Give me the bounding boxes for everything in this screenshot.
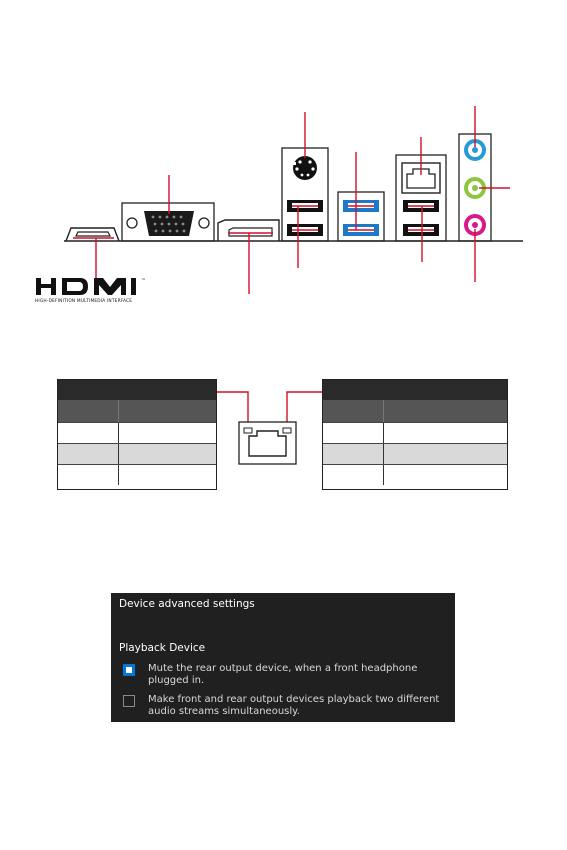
- led-table-right: [322, 379, 508, 490]
- usb3-stack: [337, 191, 385, 242]
- table-row: [58, 422, 216, 443]
- mute-rear-checkbox[interactable]: [123, 664, 135, 676]
- lan-jack-diagram: [217, 391, 322, 465]
- table-row: [323, 422, 507, 443]
- led-callout-lines: [217, 391, 322, 428]
- led-table-left: [57, 379, 217, 490]
- hdmi-logo-tagline: HIGH-DEFINITION MULTIMEDIA INTERFACE: [35, 299, 133, 304]
- option-label: plugged in.: [148, 675, 205, 686]
- ps2-usb2-stack: [281, 147, 329, 242]
- device-advanced-settings-panel: Device advanced settings Playback Device…: [111, 593, 455, 722]
- section-heading: Playback Device: [119, 642, 206, 654]
- option-label: Make front and rear output devices playb…: [148, 694, 440, 705]
- led-table-right-title: [323, 380, 507, 400]
- svg-text:™: ™: [141, 278, 146, 284]
- panel-title: Device advanced settings: [119, 598, 255, 610]
- displayport-port: [217, 219, 280, 241]
- option-two-streams[interactable]: Make front and rear output devices playb…: [123, 694, 448, 718]
- table-row: [58, 443, 216, 464]
- hdmi-port: [65, 227, 120, 242]
- callout-lines: [73, 106, 510, 294]
- vga-port: [121, 202, 215, 242]
- option-label: audio streams simultaneously.: [148, 706, 300, 717]
- led-table-right-header: [323, 400, 507, 422]
- table-row: [323, 443, 507, 464]
- led-table-left-header: [58, 400, 216, 422]
- table-row: [58, 464, 216, 485]
- option-mute-rear[interactable]: Mute the rear output device, when a fron…: [123, 663, 448, 687]
- table-row: [323, 464, 507, 485]
- two-streams-checkbox[interactable]: [123, 695, 135, 707]
- hdmi-logo: ™: [36, 278, 146, 295]
- option-label: Mute the rear output device, when a fron…: [148, 663, 418, 674]
- back-panel-diagram: ™: [36, 106, 523, 295]
- led-table-left-title: [58, 380, 216, 400]
